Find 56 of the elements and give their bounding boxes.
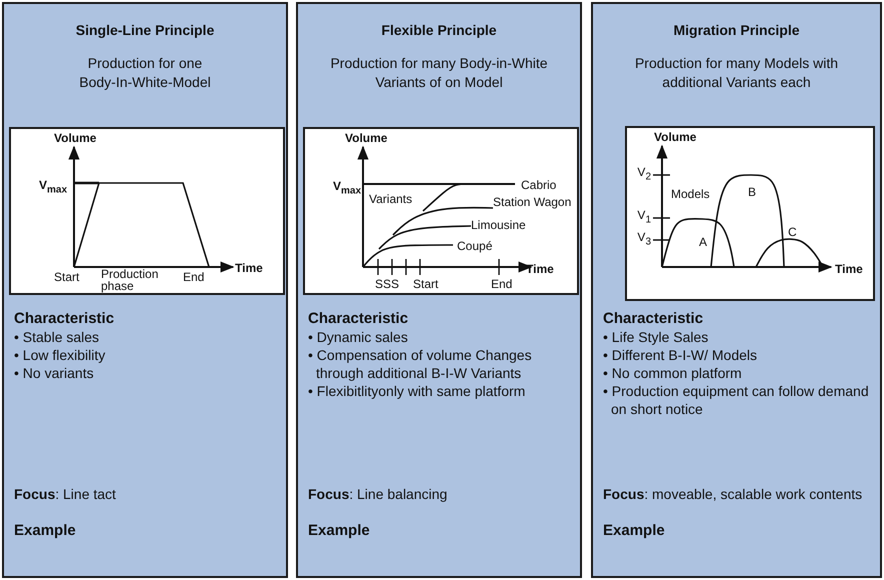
principle-panel: [591, 2, 882, 578]
section-heading: Example: [603, 522, 665, 539]
chart-label: B: [748, 186, 756, 198]
chart-label: Station Wagon: [493, 196, 572, 208]
chart-label: Volume: [54, 132, 96, 144]
bullet-item: • No variants: [14, 364, 95, 382]
chart-label: V$_{2}$: [637, 166, 651, 184]
section-heading: Characteristic: [603, 310, 704, 328]
chart-label: V$_{max}$: [38, 179, 67, 196]
bullet-item: • Dynamic sales: [308, 328, 409, 346]
bullet-item: • Life Style Sales: [603, 328, 710, 346]
chart-frame: [625, 126, 875, 301]
chart-label: V$_{max}$: [332, 180, 361, 198]
chart-label: SSS: [375, 278, 400, 290]
principle-panel: [296, 2, 582, 578]
principle-panel: [2, 2, 288, 578]
chart-label: V$_{1}$: [637, 209, 651, 226]
chart-label: Start: [54, 271, 80, 283]
bullet-item: • Different B-I-W/ Models: [603, 346, 758, 364]
bullet-item: • No common platform: [603, 364, 743, 382]
bullet-item: • Production equipment can follow demand on short notice: [603, 382, 870, 418]
chart-label: Volume: [654, 131, 696, 143]
panel-title: Single-Line Principle: [74, 22, 216, 39]
section-heading: Example: [14, 522, 76, 539]
panel-title: Flexible Principle: [380, 22, 498, 39]
chart-label: Production phase: [101, 268, 160, 292]
chart-label: Time: [835, 263, 863, 275]
chart-label: Time: [235, 262, 263, 274]
chart-label: A: [699, 236, 708, 248]
focus-text: Focus: Line balancing: [308, 486, 448, 503]
panel-subtitle: Production for one Body-In-White-Model: [78, 54, 212, 92]
chart-label: Variants: [369, 193, 412, 205]
bullet-item: • Flexibitlityonly with same platform: [308, 382, 526, 400]
section-heading: Example: [308, 522, 370, 539]
bullet-item: • Low flexibility: [14, 346, 106, 364]
chart-label: V$_{3}$: [637, 231, 651, 248]
chart-label: Models: [671, 188, 710, 200]
section-heading: Characteristic: [14, 310, 116, 328]
focus-text: Focus: Line tact: [14, 486, 117, 503]
chart-label: Limousine: [471, 219, 526, 231]
section-heading: Characteristic: [308, 310, 410, 328]
chart-label: Coupé: [457, 240, 492, 252]
chart-label: End: [491, 278, 512, 290]
panel-title: Migration Principle: [672, 22, 800, 39]
chart-label: Cabrio: [521, 179, 556, 191]
bullet-item: • Stable sales: [14, 328, 100, 346]
focus-text: Focus: moveable, scalable work contents: [603, 486, 864, 503]
bullet-item: • Compensation of volume Changes through additional B-I-W Variants: [308, 346, 533, 382]
chart-frame: [9, 127, 285, 295]
panel-subtitle: Production for many Models with additional Variants each: [634, 54, 840, 92]
panel-subtitle: Production for many Body-in-White Variants of on Model: [329, 54, 549, 92]
chart-label: End: [183, 271, 204, 283]
chart-label: Start: [413, 278, 438, 290]
chart-frame: [303, 127, 579, 295]
chart-label: C: [788, 226, 797, 238]
chart-label: Volume: [345, 132, 388, 144]
